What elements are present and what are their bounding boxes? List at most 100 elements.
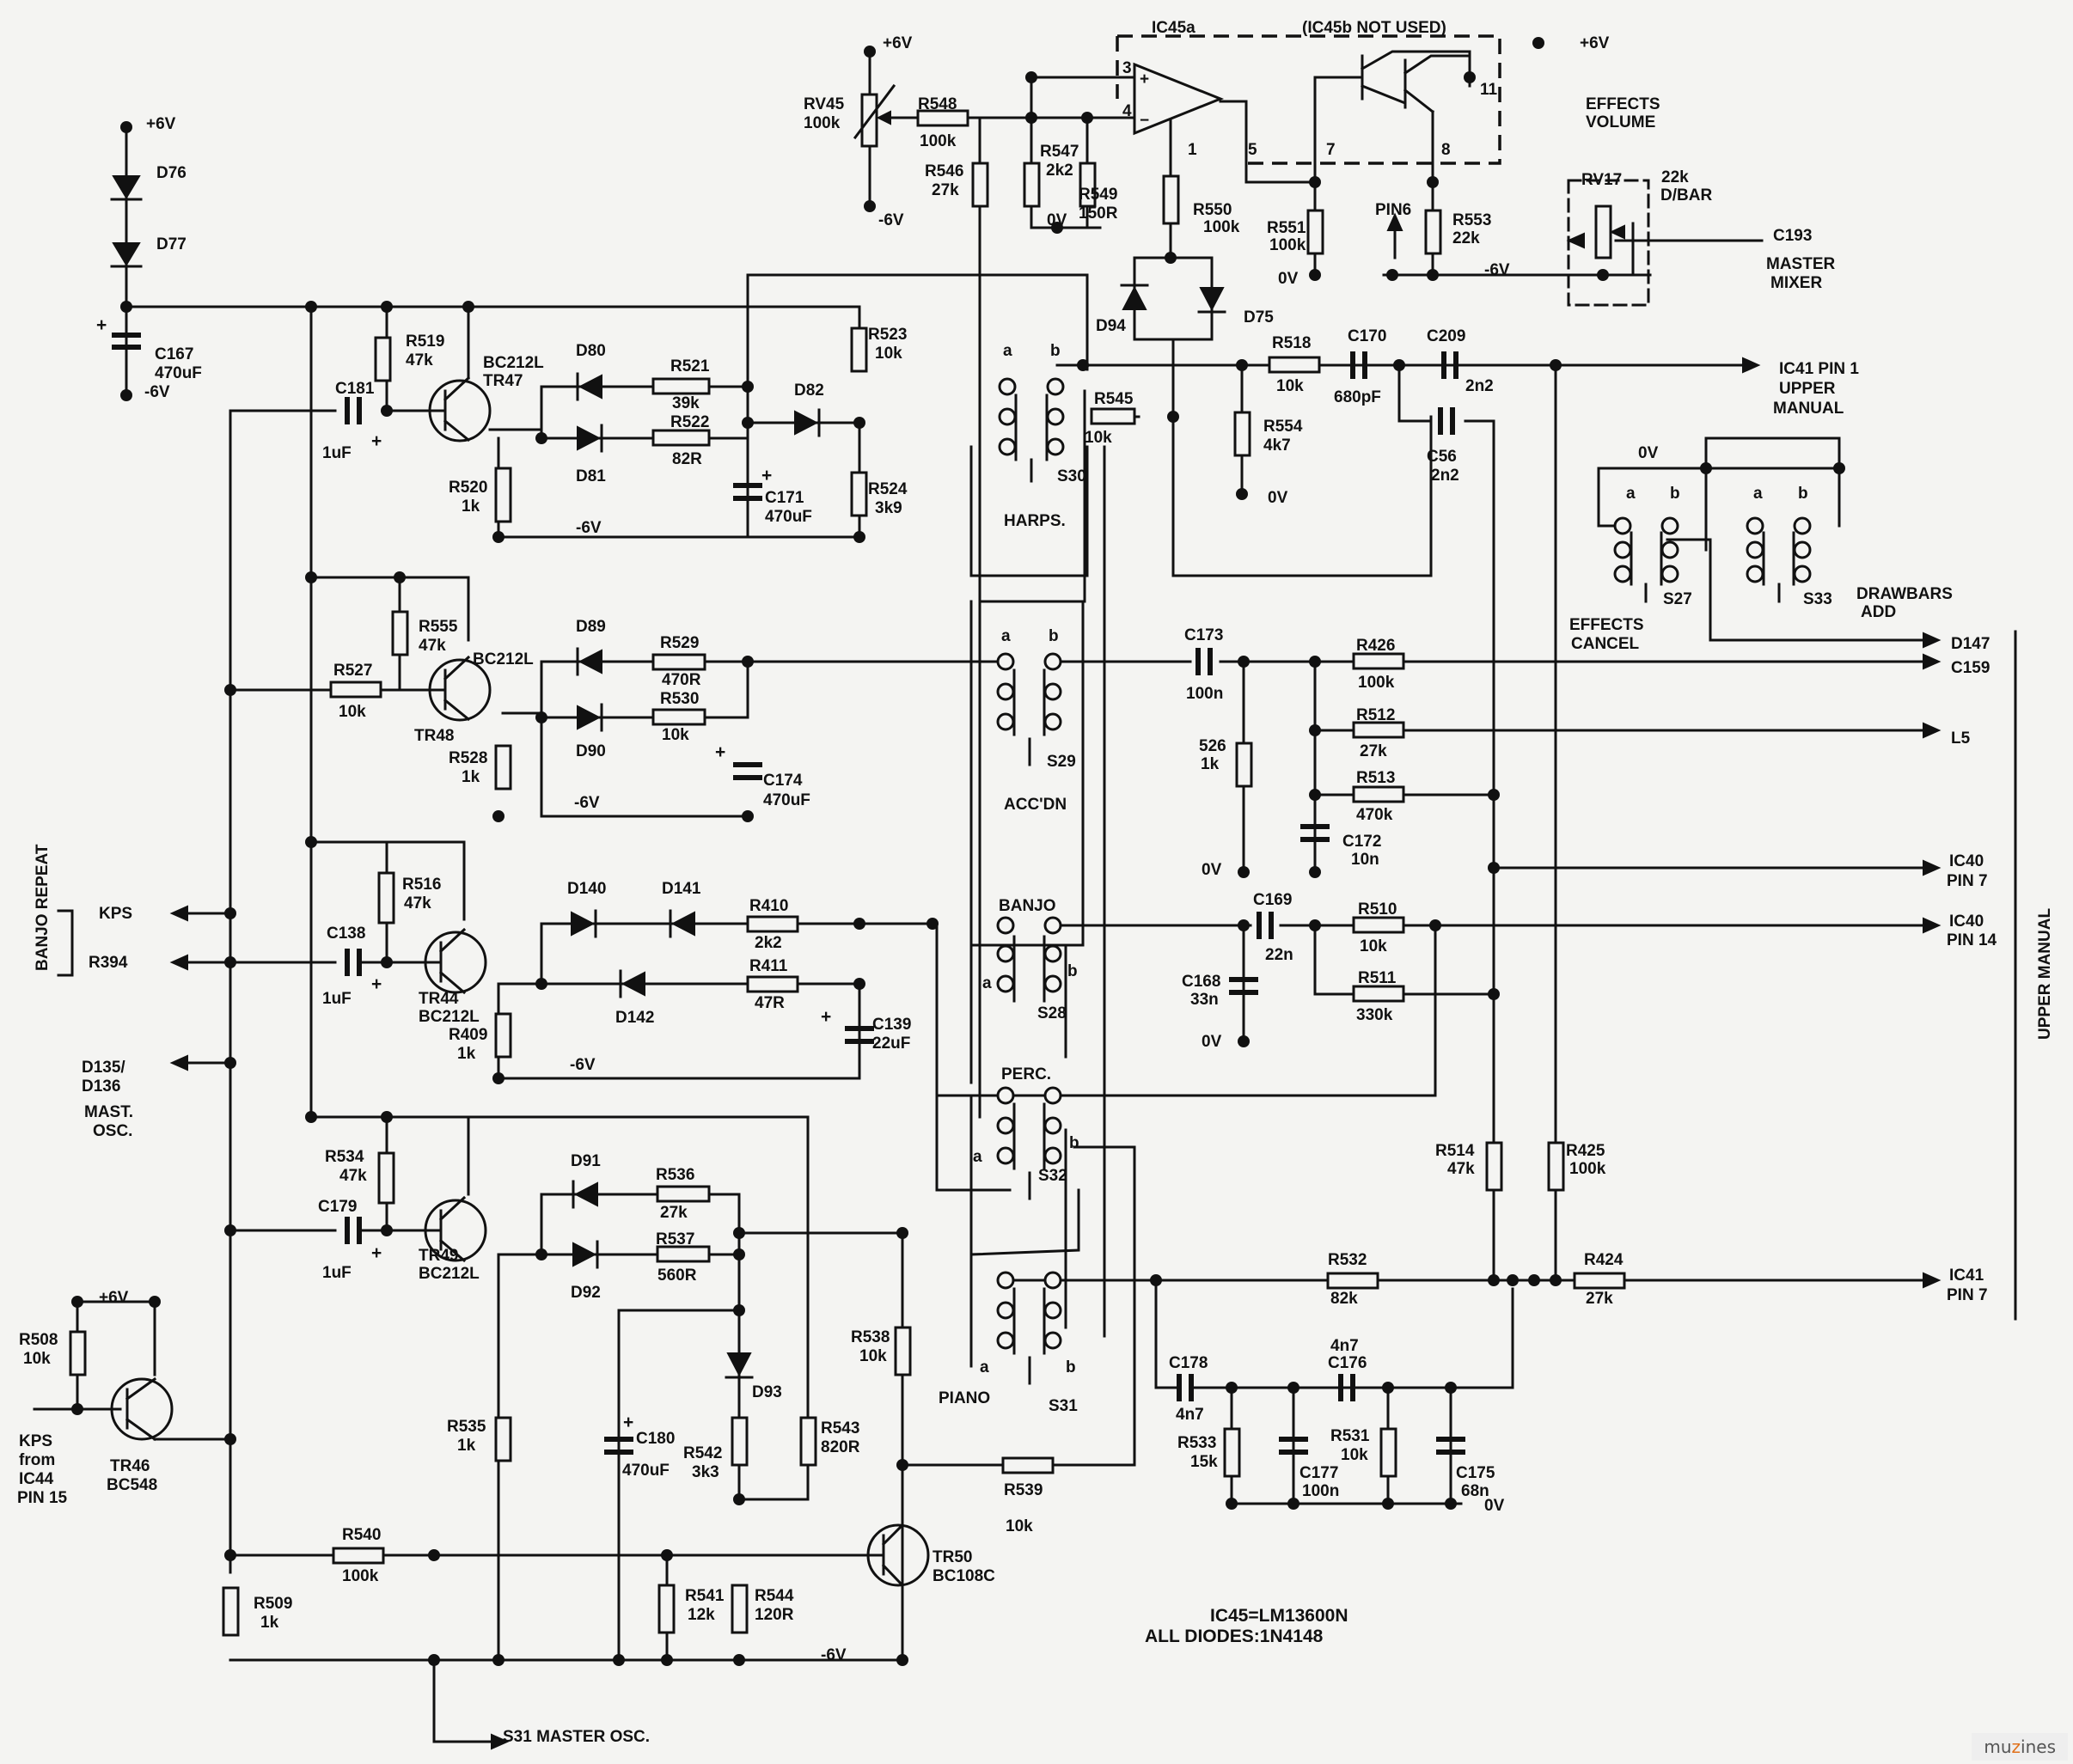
- label-c170v: 680pF: [1334, 388, 1381, 406]
- label-r550v: 100k: [1203, 218, 1240, 236]
- resistor-r410: [746, 915, 799, 933]
- label-r510: R510: [1358, 900, 1397, 919]
- switch-s29: [996, 652, 1062, 766]
- resistor-r532: [1326, 1272, 1379, 1290]
- resistor-r523: [850, 327, 868, 373]
- diode-d75: [1197, 287, 1226, 314]
- ic45-package-outline: [1116, 34, 1501, 165]
- label-d147: D147: [1951, 635, 1990, 653]
- label-r535: R535: [447, 1418, 486, 1436]
- label-r511v: 330k: [1356, 1006, 1393, 1024]
- resistor-r554: [1233, 411, 1251, 457]
- label-r546: R546: [925, 162, 963, 180]
- arrow-l5: [1923, 722, 1942, 739]
- label-ic40p14b: PIN 14: [1947, 931, 1997, 949]
- resistor-r551: [1306, 209, 1324, 255]
- label-s29b: b: [1049, 627, 1059, 645]
- watermark-suffix: ines: [2021, 1737, 2056, 1757]
- label-s31: S31: [1049, 1397, 1078, 1415]
- label-r538: R538: [851, 1328, 890, 1346]
- resistor-r548: [916, 109, 969, 127]
- label-c168: C168: [1182, 973, 1220, 991]
- label-r537v: 560R: [657, 1267, 697, 1285]
- label-s28b: b: [1067, 962, 1078, 980]
- label-tr44a: TR44: [419, 990, 459, 1008]
- label-r424: R424: [1584, 1251, 1624, 1269]
- label-r509v: 1k: [260, 1614, 279, 1632]
- label-pin1: 1: [1188, 141, 1197, 159]
- label-pin11: 11: [1480, 81, 1498, 99]
- label-r540: R540: [342, 1526, 381, 1544]
- label-s27: S27: [1663, 590, 1692, 608]
- label-piano: PIANO: [939, 1389, 990, 1407]
- label-r546v: 27k: [932, 181, 959, 199]
- label-d141: D141: [662, 880, 701, 898]
- label-effects: EFFECTS: [1586, 95, 1660, 113]
- capacitor-c167: [112, 333, 141, 350]
- label-c139v: 22uF: [872, 1035, 910, 1053]
- label-ov-526: 0V: [1202, 861, 1222, 879]
- capacitor-c175: [1436, 1437, 1465, 1455]
- label-r544v: 120R: [755, 1606, 794, 1624]
- label-mixer: MIXER: [1770, 274, 1822, 292]
- label-r551v: 100k: [1269, 236, 1306, 254]
- diode-d77: [110, 242, 143, 268]
- label-r547: R547: [1040, 143, 1079, 161]
- arrow-c193: [1566, 232, 1585, 249]
- arrow-ic41-pin1: [1742, 357, 1761, 374]
- label-c179v: 1uF: [322, 1264, 352, 1282]
- label-r543: R543: [821, 1419, 859, 1437]
- diode-d89: [576, 647, 602, 676]
- label-r518: R518: [1272, 334, 1311, 352]
- label-r529v: 470R: [662, 671, 701, 689]
- capacitor-c176: [1338, 1374, 1355, 1401]
- label-d140: D140: [567, 880, 606, 898]
- capacitor-c170: [1350, 351, 1367, 379]
- label-r512v: 27k: [1360, 742, 1387, 760]
- label-r555v: 47k: [419, 637, 446, 655]
- label-ov-r551: 0V: [1278, 270, 1299, 288]
- ic45a-opamp: + −: [1133, 62, 1225, 136]
- capacitor-c171: [733, 483, 762, 501]
- label-s32b: b: [1069, 1134, 1079, 1152]
- label-d76: D76: [156, 164, 187, 182]
- label-r410v: 2k2: [755, 934, 782, 952]
- label-r410: R410: [749, 897, 788, 915]
- label-c180v: 470uF: [622, 1462, 670, 1480]
- label-r541: R541: [685, 1587, 725, 1605]
- svg-text:+: +: [96, 315, 107, 335]
- label-pin3: 3: [1122, 59, 1132, 77]
- resistor-r550: [1162, 174, 1180, 225]
- label-d81: D81: [576, 467, 606, 485]
- label-m6v-r1: -6V: [576, 519, 602, 537]
- label-s27b: b: [1670, 485, 1680, 503]
- label-c180: C180: [636, 1430, 675, 1448]
- label-s30: S30: [1057, 467, 1086, 485]
- label-c172: C172: [1342, 833, 1381, 851]
- resistor-r518: [1268, 356, 1321, 374]
- label-r543v: 820R: [821, 1438, 860, 1456]
- label-r510v: 10k: [1360, 937, 1387, 955]
- label-tr50b: BC108C: [933, 1567, 995, 1585]
- polarity-marks: + + + + + + + +: [96, 315, 831, 1432]
- label-d92: D92: [571, 1284, 601, 1302]
- label-r508v: 10k: [23, 1350, 51, 1368]
- label-r532v: 82k: [1330, 1290, 1358, 1308]
- diode-d81: [577, 424, 603, 453]
- label-kps-pin15: PIN 15: [17, 1489, 68, 1507]
- capacitor-c56: [1438, 407, 1455, 435]
- label-c138v: 1uF: [322, 990, 352, 1008]
- label-r522: R522: [670, 413, 709, 431]
- resistor-r533: [1223, 1427, 1241, 1478]
- label-d93: D93: [752, 1383, 782, 1401]
- label-r544: R544: [755, 1587, 794, 1605]
- switch-s28: [996, 916, 1062, 1003]
- label-add: ADD: [1861, 603, 1896, 621]
- label-ic45b: (IC45b NOT USED): [1302, 19, 1446, 37]
- label-ov-c168: 0V: [1202, 1033, 1222, 1051]
- label-c159: C159: [1951, 659, 1990, 677]
- label-ic40p14a: IC40: [1949, 913, 1984, 931]
- resistors: [69, 93, 1626, 1637]
- label-tr47b: TR47: [483, 372, 523, 390]
